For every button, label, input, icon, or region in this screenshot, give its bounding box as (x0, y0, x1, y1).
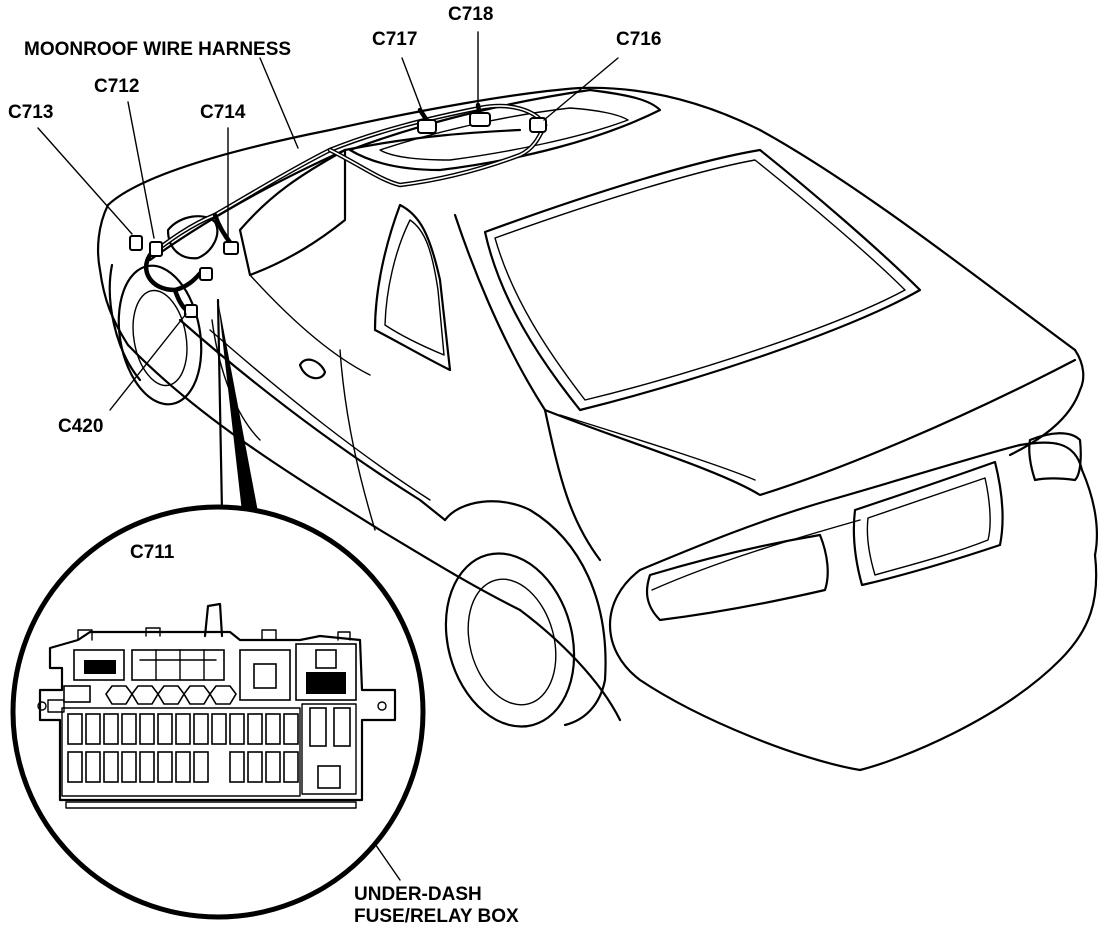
round-fuse-row (63, 685, 237, 705)
fuse-grid-lower (67, 751, 299, 783)
label-c420: C420 (58, 416, 103, 437)
connector-block (131, 649, 225, 681)
label-moonroof-wire-harness: MOONROOF WIRE HARNESS (24, 39, 291, 60)
detail-circle (10, 504, 426, 920)
connector-c716 (529, 117, 547, 133)
connector-c420 (184, 304, 198, 318)
car-body (96, 86, 1098, 772)
leader-c420 (109, 313, 187, 411)
detail-inset (10, 504, 426, 920)
label-c713: C713 (8, 102, 53, 123)
connector-c718 (469, 112, 491, 127)
leader-c717 (401, 57, 425, 117)
connector-c712 (149, 241, 163, 257)
label-c711: C711 (130, 542, 175, 563)
fuse-grid-upper (67, 713, 299, 745)
label-under-dash: UNDER-DASH (354, 884, 482, 905)
label-c712: C712 (94, 76, 139, 97)
moonroof-wire-harness (143, 102, 548, 315)
label-fuse-relay-box: FUSE/RELAY BOX (354, 906, 519, 927)
label-c718: C718 (448, 4, 493, 25)
connector-extra (199, 267, 213, 281)
connector-c713 (129, 235, 143, 251)
detail-pointer (216, 298, 258, 514)
connector-c714 (223, 241, 239, 255)
connectors (129, 112, 547, 318)
leader-c716 (543, 57, 619, 121)
connector-c717 (417, 119, 437, 134)
leader-c713 (37, 127, 133, 235)
label-c716: C716 (616, 29, 661, 50)
leader-moonroof-harness (259, 57, 299, 149)
labels: MOONROOF WIRE HARNESS C717 C718 C716 C71… (8, 4, 661, 927)
label-c717: C717 (372, 29, 417, 50)
under-dash-fuse-relay-box (37, 602, 397, 809)
leader-c712 (127, 101, 155, 239)
label-c714: C714 (200, 102, 246, 123)
